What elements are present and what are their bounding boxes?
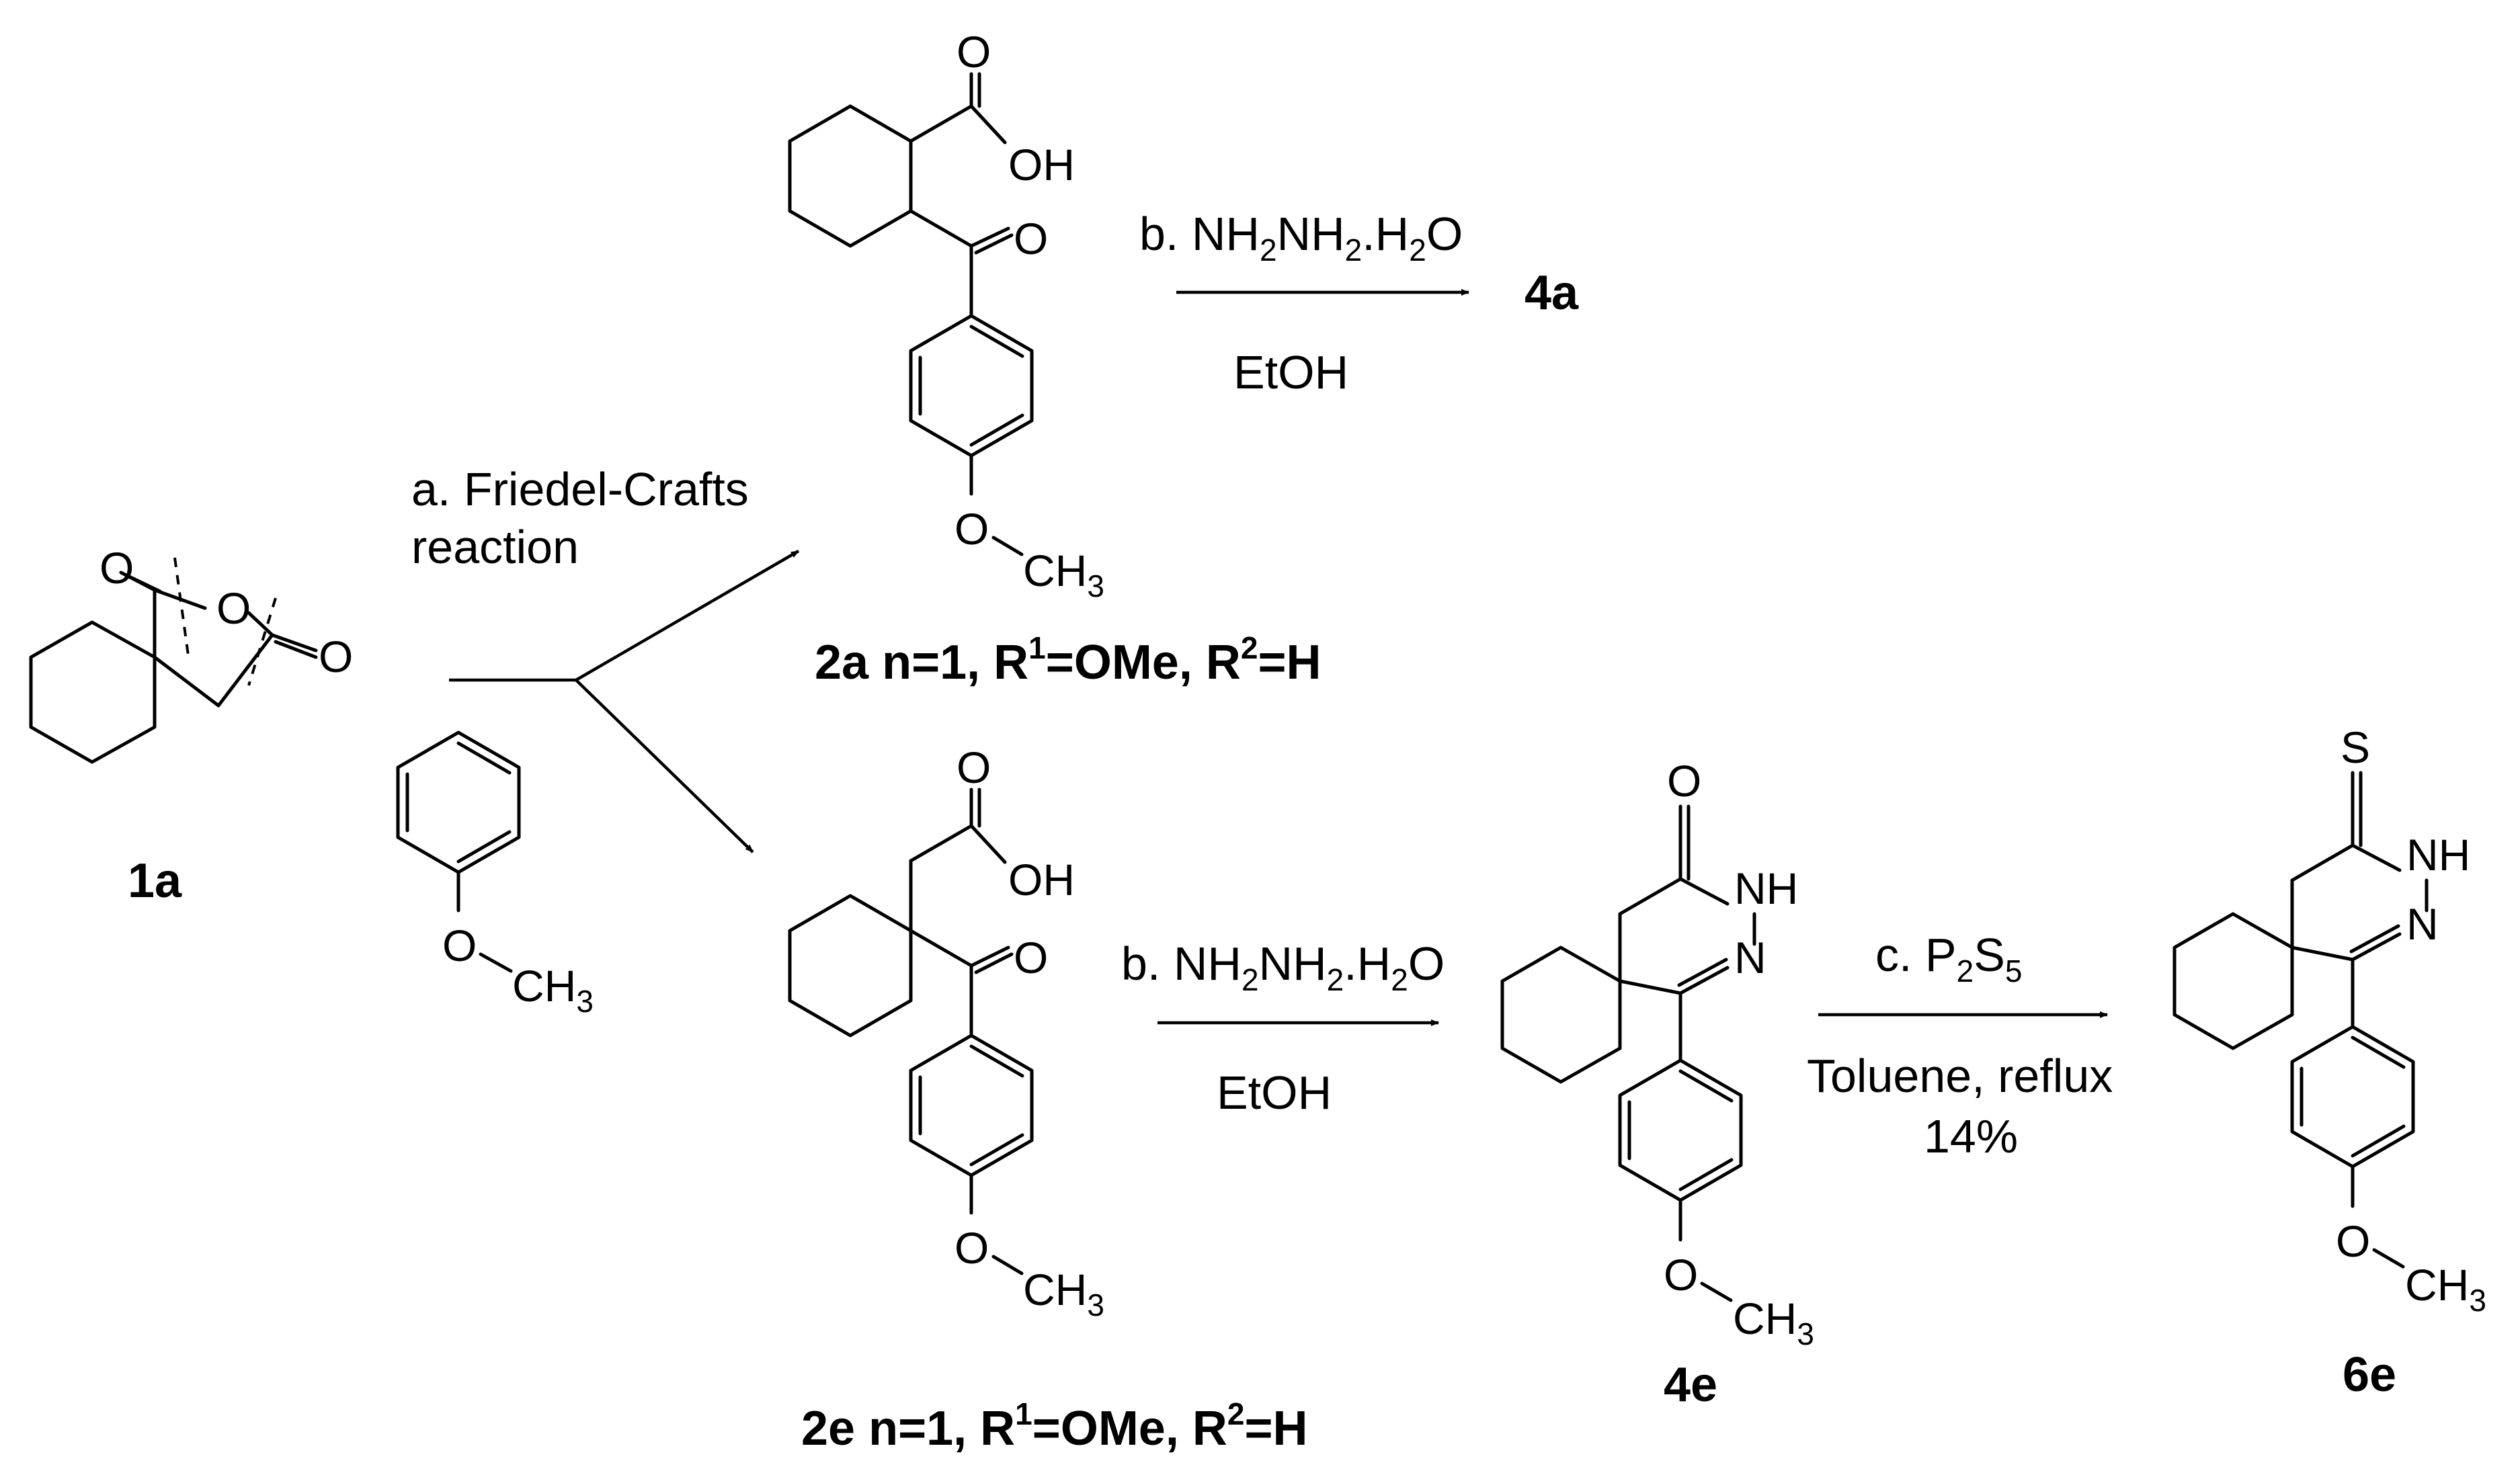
atom-o: O [1664,1250,1698,1300]
methyl-group: CH3 [1733,1294,1814,1351]
atom-o: O [957,743,991,792]
atom-o: O [954,504,989,554]
compound-6e-structure: S NH N O CH3 [2172,722,2486,1318]
compound-4a-label: 4a [1525,266,1579,320]
compound-2e-label: 2e n=1, R1=OMe, R2=H [801,1396,1307,1456]
anisole-structure: O CH3 [396,730,594,1019]
compound-2a-label: 2a n=1, R1=OMe, R2=H [815,630,1321,689]
hydroxyl-group: OH [1008,855,1075,904]
methyl-group: CH3 [2405,1260,2486,1318]
reagent-b-bottom: b. NH2NH2.H2O [1121,937,1445,997]
hydroxyl-group: OH [1008,140,1075,189]
compound-6e-label: 6e [2343,1348,2396,1402]
reagent-b-top: b. NH2NH2.H2O [1139,208,1463,267]
atom-o: O [99,543,134,593]
atom-n: N [2406,899,2439,949]
atom-o: O [216,583,251,633]
solvent-b-top: EtOH [1233,346,1348,398]
reagent-a-line2: reaction [411,521,579,573]
atom-o: O [1014,214,1048,263]
compound-2e-structure: O OH O O CH3 [788,743,1104,1322]
atom-o: O [2336,1216,2370,1266]
methyl-group: CH3 [1023,1265,1104,1322]
reagent-a-line1: a. Friedel-Crafts [411,463,749,515]
compound-1a-structure: O O O [29,543,353,764]
atom-o: O [957,27,991,77]
methyl-group: CH3 [1023,546,1104,603]
atom-o: O [1014,933,1048,982]
atom-s: S [2341,722,2370,772]
solvent-b-bottom: EtOH [1217,1066,1332,1119]
atom-n: N [1734,933,1766,982]
compound-2a-structure: O OH O O CH3 [788,27,1104,603]
atom-nh: NH [2406,830,2470,880]
atom-o: O [1667,756,1701,806]
reagent-c: c. P2S5 [1875,929,2022,988]
compound-1a-label: 1a [128,854,182,908]
reaction-arrow-a [449,550,800,853]
compound-4e-label: 4e [1664,1358,1717,1412]
reagent-c-yield: 14% [1924,1110,2018,1163]
atom-o: O [442,921,477,970]
atom-o: O [319,632,353,681]
atom-o: O [954,1223,989,1273]
compound-4e-structure: O NH N O CH3 [1500,756,1814,1351]
atom-nh: NH [1734,863,1798,913]
reagent-c-conditions: Toluene, reflux [1807,1050,2113,1102]
methyl-group: CH3 [512,961,594,1019]
